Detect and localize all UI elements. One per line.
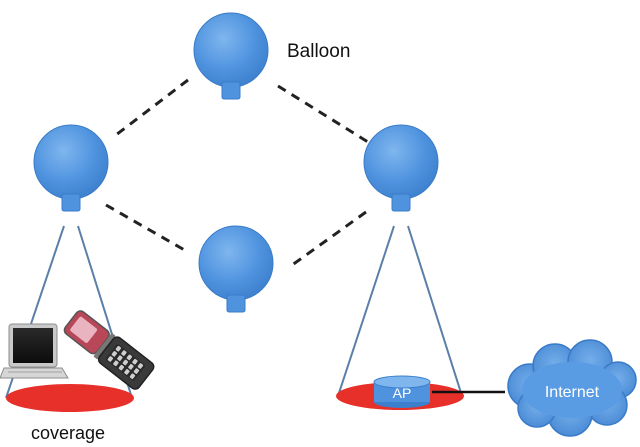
- balloon-icon: [193, 12, 269, 88]
- link-right-middle: [287, 210, 367, 270]
- balloon-icon: [363, 124, 439, 200]
- balloon-right: [363, 124, 439, 212]
- cloud-body: [522, 362, 622, 418]
- link-top-left: [111, 78, 189, 140]
- link-left-middle: [105, 203, 189, 254]
- access-point-icon: [373, 375, 431, 408]
- balloon-payload: [226, 294, 246, 313]
- balloon-icon: [198, 225, 274, 301]
- laptop-icon: [0, 323, 69, 379]
- balloon-links: [105, 78, 369, 270]
- coverage-label: coverage: [31, 423, 105, 443]
- coverage-area-left: [6, 384, 134, 412]
- ap-label: AP: [393, 385, 412, 401]
- balloon-label: Balloon: [287, 41, 350, 62]
- cone-right-edge-2: [407, 225, 463, 397]
- balloon-top: [193, 12, 269, 100]
- internet-label: Internet: [545, 384, 600, 401]
- balloon-payload: [221, 81, 241, 100]
- balloon-icon: [33, 124, 109, 200]
- flip-phone-icon: [63, 310, 155, 390]
- balloon-payload: [61, 193, 81, 212]
- cone-right-edge-1: [337, 225, 395, 397]
- balloon-payload: [391, 193, 411, 212]
- balloon-left: [33, 124, 109, 212]
- link-top-right: [277, 84, 369, 144]
- balloon-middle: [198, 225, 274, 313]
